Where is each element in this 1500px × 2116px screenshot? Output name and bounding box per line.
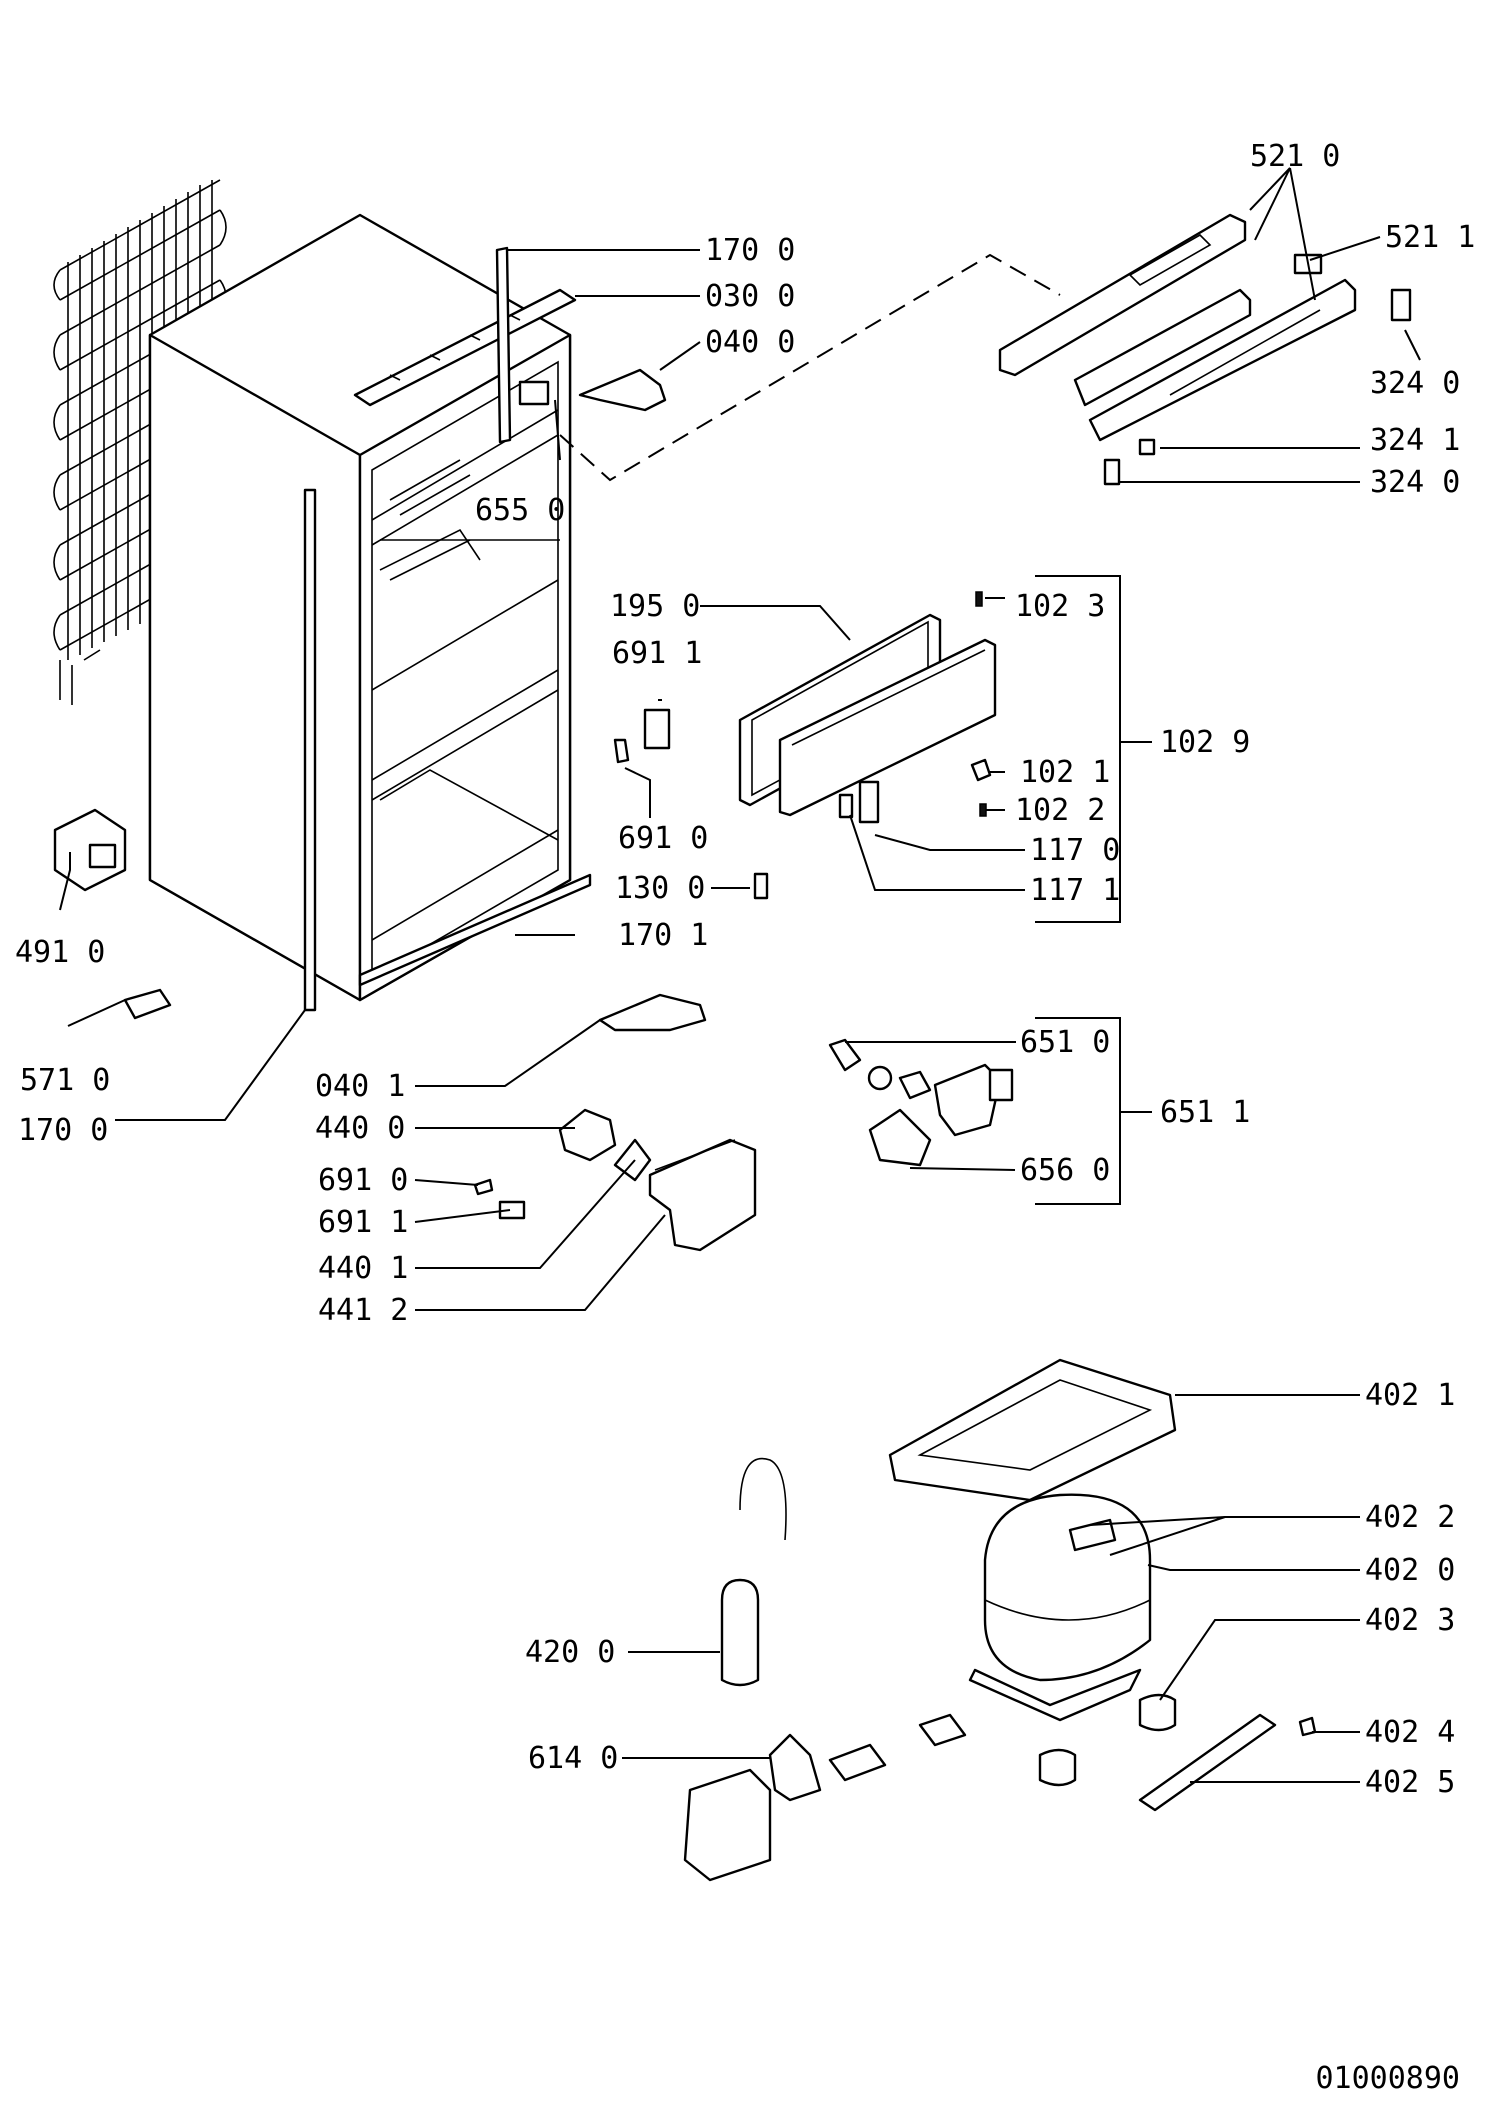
lamp-cover: [643, 708, 671, 750]
lamp-bulb: [613, 738, 630, 764]
part-label-440-0: 440 0: [315, 1111, 405, 1146]
drawing-number: 01000890: [1315, 2061, 1461, 2096]
part-labels: 521 0 521 1 170 0 030 0 040 0 324 0 324 …: [15, 139, 1475, 1800]
refrigerator-cabinet: [148, 213, 592, 1012]
small-plug: [753, 872, 769, 900]
part-label-102-9: 102 9: [1160, 725, 1250, 760]
accessories: [1038, 1693, 1317, 1812]
part-label-614-0: 614 0: [528, 1741, 618, 1776]
part-label-040-0: 040 0: [705, 325, 795, 360]
part-label-691-1-b: 691 1: [318, 1205, 408, 1240]
part-label-571-0: 571 0: [20, 1063, 110, 1098]
leader-lines: [59, 167, 1421, 1783]
top-trim-rails: [998, 213, 1412, 486]
part-label-691-0-a: 691 0: [618, 821, 708, 856]
hinge-upper: [578, 368, 667, 412]
part-label-324-0-a: 324 0: [1370, 366, 1460, 401]
relay-box: [53, 808, 127, 892]
part-label-170-0-bottom: 170 0: [18, 1113, 108, 1148]
part-label-117-0: 117 0: [1030, 833, 1120, 868]
part-label-402-5: 402 5: [1365, 1765, 1455, 1800]
part-label-691-1-a: 691 1: [612, 636, 702, 671]
part-label-521-1: 521 1: [1385, 220, 1475, 255]
part-label-130-0: 130 0: [615, 871, 705, 906]
relay-and-cover: [683, 1713, 967, 1882]
part-label-102-3: 102 3: [1015, 589, 1105, 624]
part-label-402-4: 402 4: [1365, 1715, 1455, 1750]
part-label-030-0: 030 0: [705, 279, 795, 314]
compressor: [968, 1493, 1152, 1722]
door-assembly: [738, 591, 997, 824]
small-bracket: [123, 988, 172, 1020]
part-label-521-0: 521 0: [1250, 139, 1340, 174]
top-hinge-bracket: [353, 288, 577, 407]
filter-drier: [720, 1457, 787, 1687]
part-label-441-2: 441 2: [318, 1293, 408, 1328]
part-label-402-2: 402 2: [1365, 1500, 1455, 1535]
part-label-491-0: 491 0: [15, 935, 105, 970]
trim-strip: [495, 246, 512, 444]
part-label-102-1: 102 1: [1020, 755, 1110, 790]
thermostat-housing: [473, 1108, 757, 1252]
part-label-324-0-b: 324 0: [1370, 465, 1460, 500]
part-label-117-1: 117 1: [1030, 873, 1120, 908]
part-label-656-0: 656 0: [1020, 1153, 1110, 1188]
part-label-655-0: 655 0: [475, 493, 565, 528]
thermostat-part: [518, 380, 550, 406]
part-label-651-0: 651 0: [1020, 1025, 1110, 1060]
part-label-402-0: 402 0: [1365, 1553, 1455, 1588]
part-label-170-0-top: 170 0: [705, 233, 795, 268]
lamp-assembly: [828, 1038, 1014, 1167]
part-label-170-1: 170 1: [618, 918, 708, 953]
part-label-324-1: 324 1: [1370, 423, 1460, 458]
part-label-691-0-b: 691 0: [318, 1163, 408, 1198]
part-label-402-3: 402 3: [1365, 1603, 1455, 1638]
part-label-195-0: 195 0: [610, 589, 700, 624]
part-label-402-1: 402 1: [1365, 1378, 1455, 1413]
evaporation-tray: [888, 1358, 1177, 1502]
part-label-102-2: 102 2: [1015, 793, 1105, 828]
hinge-lower: [598, 993, 707, 1032]
part-label-040-1: 040 1: [315, 1069, 405, 1104]
part-label-651-1: 651 1: [1160, 1095, 1250, 1130]
part-label-440-1: 440 1: [318, 1251, 408, 1286]
dashed-connector: [559, 253, 1061, 482]
part-label-420-0: 420 0: [525, 1635, 615, 1670]
